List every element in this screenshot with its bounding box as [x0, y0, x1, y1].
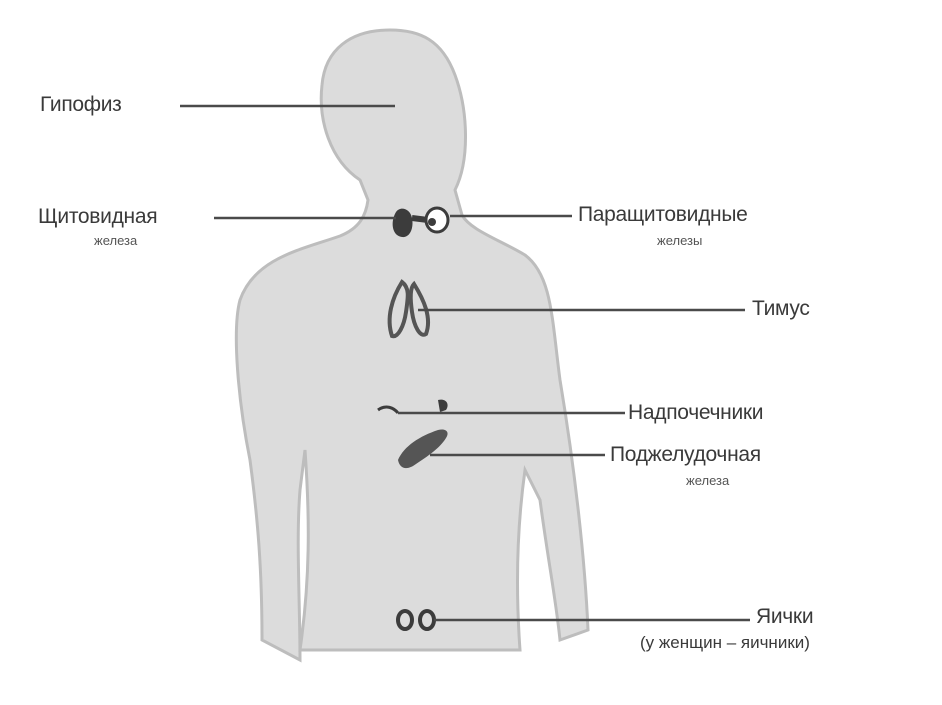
parathyroid-glands — [426, 208, 448, 232]
label-thymus: Тимус — [752, 298, 810, 319]
label-adrenal: Надпочечники — [628, 402, 763, 423]
label-pituitary: Гипофиз — [40, 94, 122, 115]
label-thyroid-line2: железа — [94, 234, 137, 247]
label-thyroid-line1: Щитовидная — [38, 206, 157, 227]
label-gonads-line2: (у женщин – яичники) — [640, 634, 810, 651]
label-pancreas-line1: Поджелудочная — [610, 444, 761, 465]
label-gonads-line1: Яички — [756, 606, 813, 627]
label-parathyroid-line2: железы — [657, 234, 702, 247]
body-silhouette — [236, 30, 588, 660]
label-pancreas-line2: железа — [686, 474, 729, 487]
label-parathyroid-line1: Паращитовидные — [578, 204, 748, 225]
